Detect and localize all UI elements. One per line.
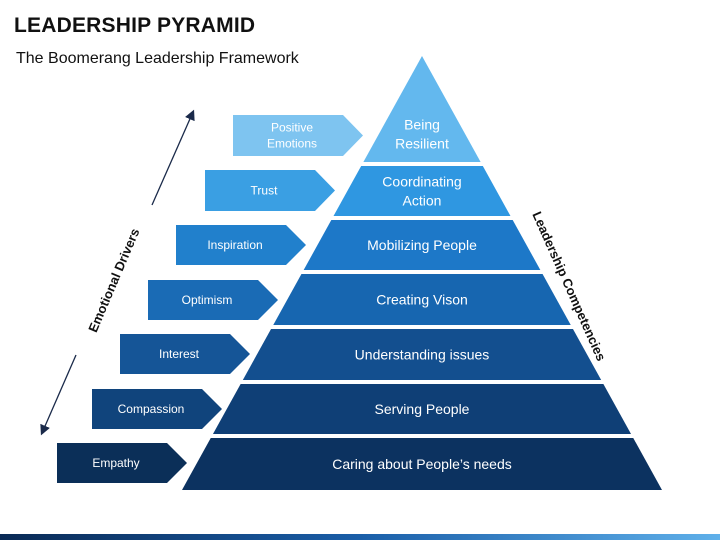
pyramid: BeingResilientCoordinatingActionMobilizi… bbox=[182, 56, 662, 490]
driver-tag-label: Positive bbox=[271, 121, 313, 135]
pyramid-level-shape bbox=[333, 166, 511, 216]
driver-tag: Trust bbox=[205, 170, 335, 211]
pyramid-level-label: Being bbox=[404, 117, 440, 133]
driver-tag-shape bbox=[148, 280, 278, 320]
pyramid-level-label: Creating Vison bbox=[376, 292, 468, 308]
driver-tag: Interest bbox=[120, 334, 250, 374]
pyramid-level-shape bbox=[273, 274, 571, 325]
pyramid-level-shape bbox=[242, 329, 602, 380]
driver-tag-shape bbox=[57, 443, 187, 483]
pyramid-level: Caring about People’s needs bbox=[182, 438, 662, 490]
footer-accent-bar bbox=[0, 534, 720, 540]
pyramid-level: Creating Vison bbox=[273, 274, 571, 325]
driver-tag-shape bbox=[176, 225, 306, 265]
emotional-driver-tags: PositiveEmotionsTrustInspirationOptimism… bbox=[57, 115, 363, 483]
driver-tag-shape bbox=[233, 115, 363, 156]
driver-tag: Compassion bbox=[92, 389, 222, 429]
pyramid-level-label: Resilient bbox=[395, 136, 449, 152]
down-arrow-icon bbox=[40, 354, 77, 436]
driver-tag-label: Empathy bbox=[92, 456, 139, 470]
pyramid-level: Mobilizing People bbox=[303, 220, 541, 270]
pyramid-level-shape bbox=[363, 56, 481, 162]
pyramid-level: Understanding issues bbox=[242, 329, 602, 380]
driver-tag-label: Compassion bbox=[118, 402, 185, 416]
driver-tag: Empathy bbox=[57, 443, 187, 483]
pyramid-level-label: Mobilizing People bbox=[367, 237, 477, 253]
driver-tag-label: Trust bbox=[251, 184, 279, 198]
pyramid-level-label: Caring about People’s needs bbox=[332, 456, 512, 472]
pyramid-level-shape bbox=[212, 384, 632, 434]
driver-tag-label: Interest bbox=[159, 347, 200, 361]
pyramid-level-shape bbox=[182, 438, 662, 490]
pyramid-level-shape bbox=[303, 220, 541, 270]
driver-tag-shape bbox=[92, 389, 222, 429]
driver-tag-shape bbox=[205, 170, 335, 211]
driver-tag-shape bbox=[120, 334, 250, 374]
driver-tag-label: Inspiration bbox=[207, 238, 262, 252]
pyramid-level-label: Understanding issues bbox=[355, 347, 490, 363]
pyramid-level-label: Serving People bbox=[375, 401, 470, 417]
driver-tag: Inspiration bbox=[176, 225, 306, 265]
page-title: LEADERSHIP PYRAMID bbox=[14, 14, 256, 37]
pyramid-level: Serving People bbox=[212, 384, 632, 434]
driver-tag-label: Optimism bbox=[182, 293, 233, 307]
up-arrow-icon bbox=[151, 109, 195, 206]
pyramid-level-label: Action bbox=[403, 193, 442, 209]
driver-tag: Optimism bbox=[148, 280, 278, 320]
pyramid-level-label: Coordinating bbox=[382, 174, 461, 190]
emotional-drivers-label: Emotional Drivers bbox=[85, 226, 142, 334]
page-subtitle: The Boomerang Leadership Framework bbox=[16, 50, 299, 67]
driver-tag-label: Emotions bbox=[267, 137, 317, 151]
